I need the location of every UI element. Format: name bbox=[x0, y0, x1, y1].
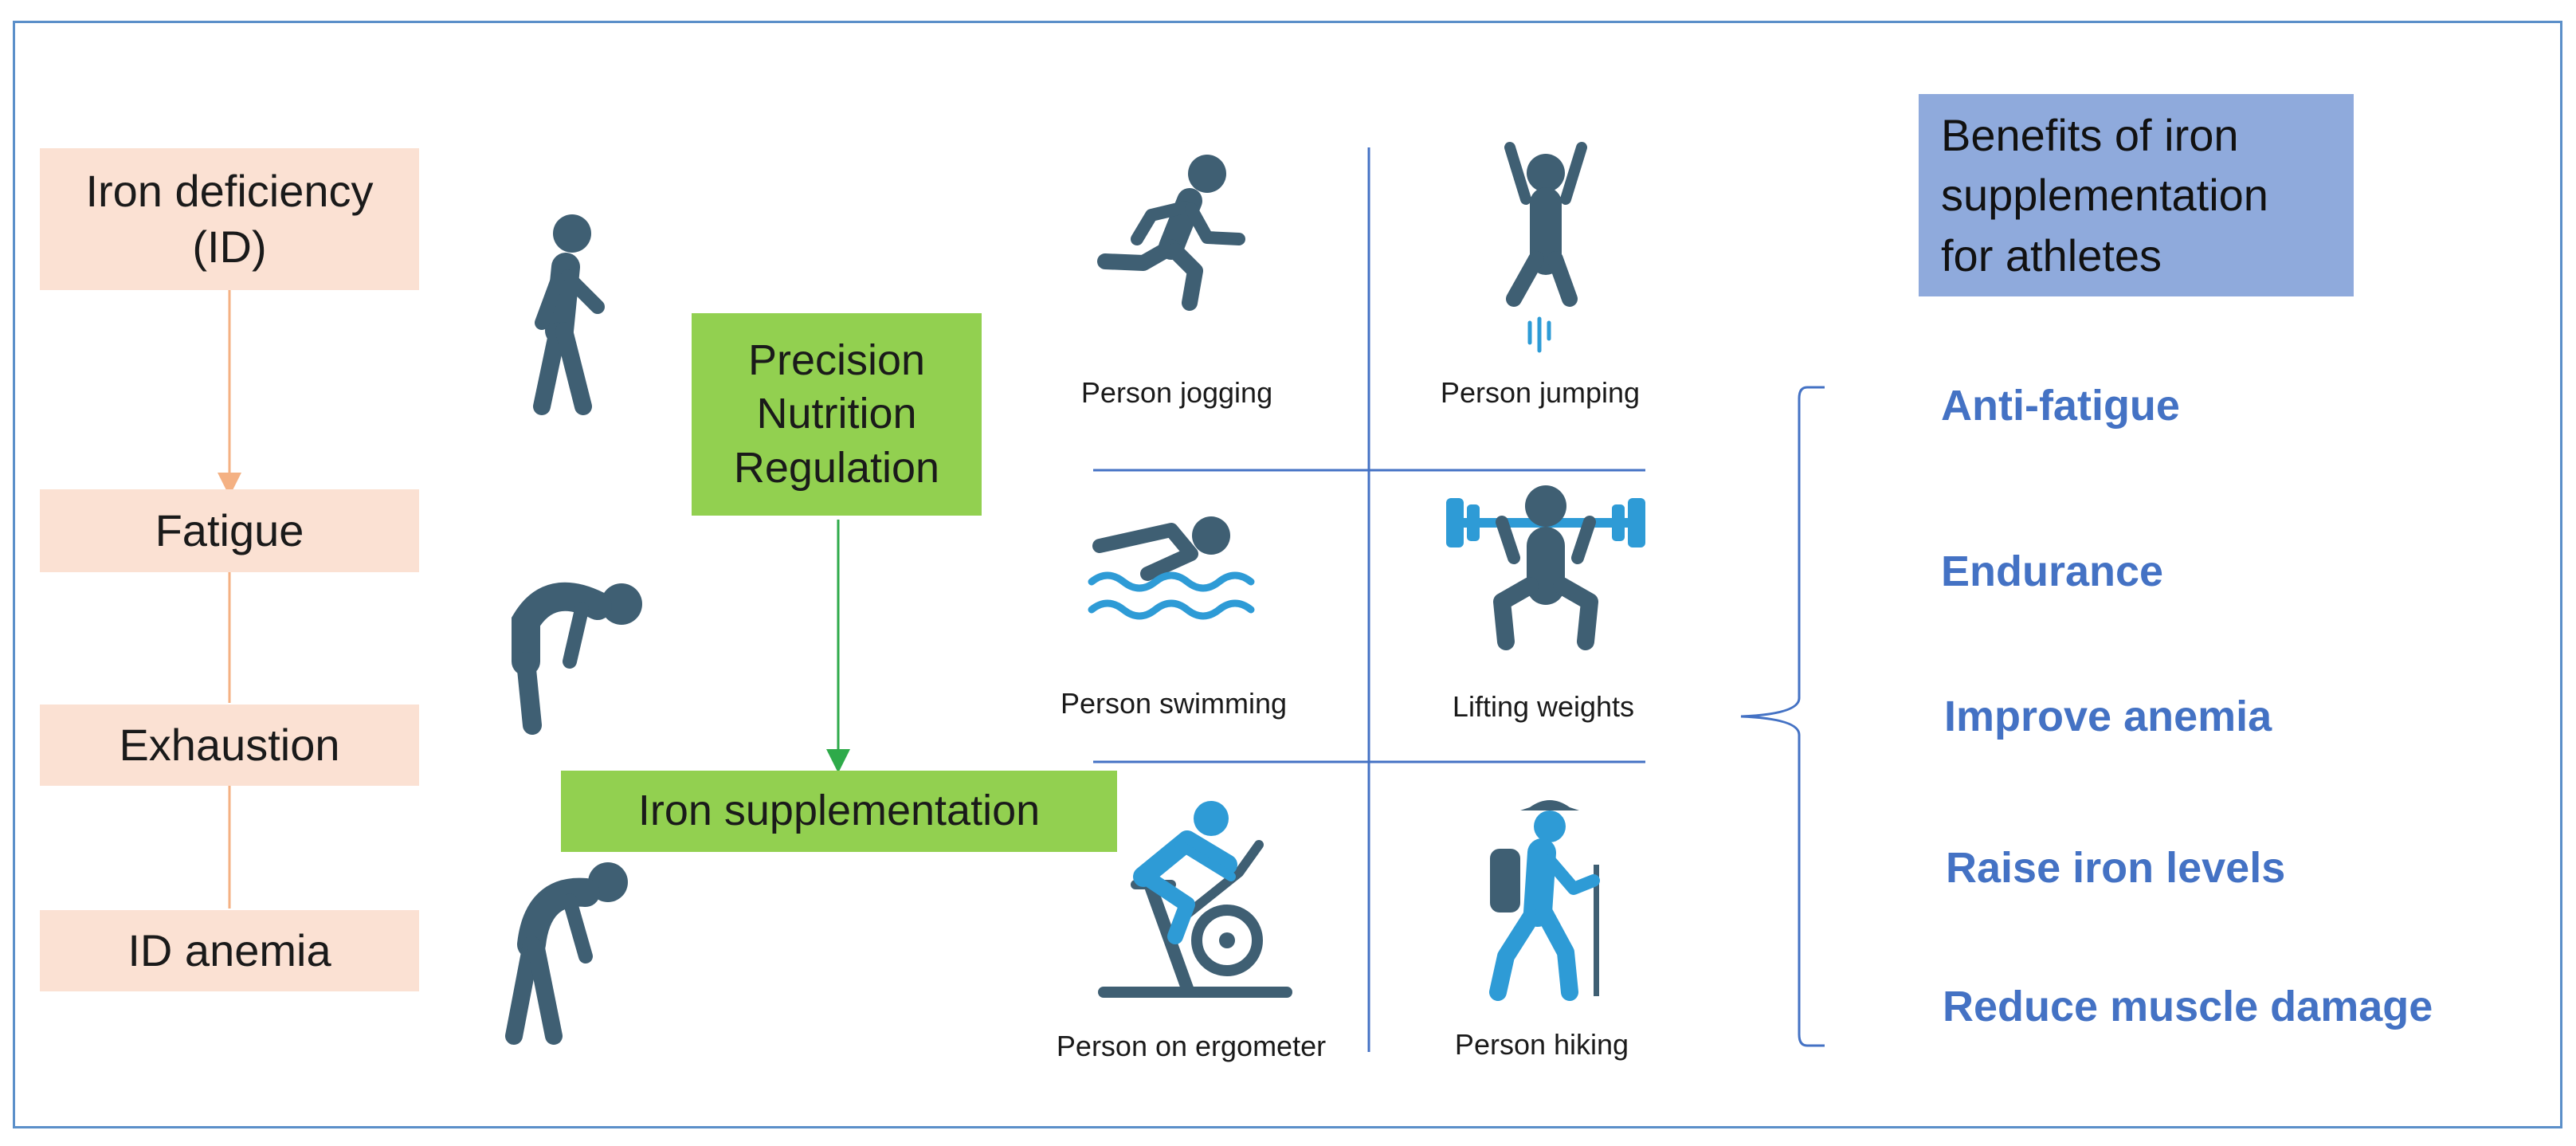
stage-fatigue: Fatigue bbox=[40, 489, 419, 572]
caption-person-swimming: Person swimming bbox=[1060, 687, 1288, 720]
precision-line3: Regulation bbox=[733, 443, 940, 492]
benefits-title-line3: for athletes bbox=[1941, 230, 2162, 281]
caption-lifting-weights: Lifting weights bbox=[1452, 690, 1635, 723]
person-walking-icon bbox=[533, 214, 605, 415]
caption-person-hiking: Person hiking bbox=[1454, 1028, 1629, 1061]
precision-nutrition-box: Precision Nutrition Regulation bbox=[692, 313, 982, 516]
stage-exhaustion-label: Exhaustion bbox=[119, 720, 340, 770]
benefit-improve-anemia: Improve anemia bbox=[1944, 693, 2272, 740]
person-exhausted-icon bbox=[505, 862, 628, 1045]
figure-frame bbox=[13, 21, 2562, 1128]
stage-id-anemia-label: ID anemia bbox=[127, 925, 331, 975]
stage-exhaustion: Exhaustion bbox=[40, 704, 419, 786]
iron-supplementation-label: Iron supplementation bbox=[637, 787, 1041, 835]
stage-fatigue-label: Fatigue bbox=[155, 505, 304, 555]
benefits-title-line1: Benefits of iron bbox=[1941, 109, 2239, 160]
benefit-endurance: Endurance bbox=[1941, 547, 2164, 595]
stage-iron-deficiency-line2: (ID) bbox=[192, 222, 267, 272]
iron-supplementation-box: Iron supplementation bbox=[561, 771, 1117, 852]
person-hiking-icon bbox=[1489, 800, 1600, 1001]
person-bent-over-icon bbox=[512, 582, 642, 735]
benefits-title-box: Benefits of iron supplementation for ath… bbox=[1919, 94, 2354, 296]
precision-line1: Precision bbox=[747, 336, 926, 384]
caption-person-jogging: Person jogging bbox=[1080, 376, 1273, 409]
person-jogging-icon bbox=[1097, 155, 1245, 311]
benefits-title-line2: supplementation bbox=[1941, 170, 2268, 221]
stage-iron-deficiency-line1: Iron deficiency bbox=[85, 166, 374, 216]
stage-iron-deficiency: Iron deficiency (ID) bbox=[40, 148, 419, 290]
caption-person-ergometer: Person on ergometer bbox=[1056, 1030, 1327, 1062]
caption-person-jumping: Person jumping bbox=[1440, 376, 1641, 409]
benefit-reduce-muscle-damage: Reduce muscle damage bbox=[1943, 983, 2433, 1030]
benefits-brace bbox=[1740, 386, 1825, 1047]
benefit-anti-fatigue: Anti-fatigue bbox=[1941, 382, 2180, 430]
stage-id-anemia: ID anemia bbox=[40, 910, 419, 991]
precision-line2: Nutrition bbox=[756, 390, 917, 438]
lifting-weights-icon bbox=[1446, 485, 1645, 650]
benefit-raise-iron-levels: Raise iron levels bbox=[1946, 844, 2286, 892]
person-swimming-icon bbox=[1088, 516, 1255, 620]
person-jumping-icon bbox=[1504, 142, 1587, 353]
person-ergometer-icon bbox=[1098, 801, 1292, 998]
